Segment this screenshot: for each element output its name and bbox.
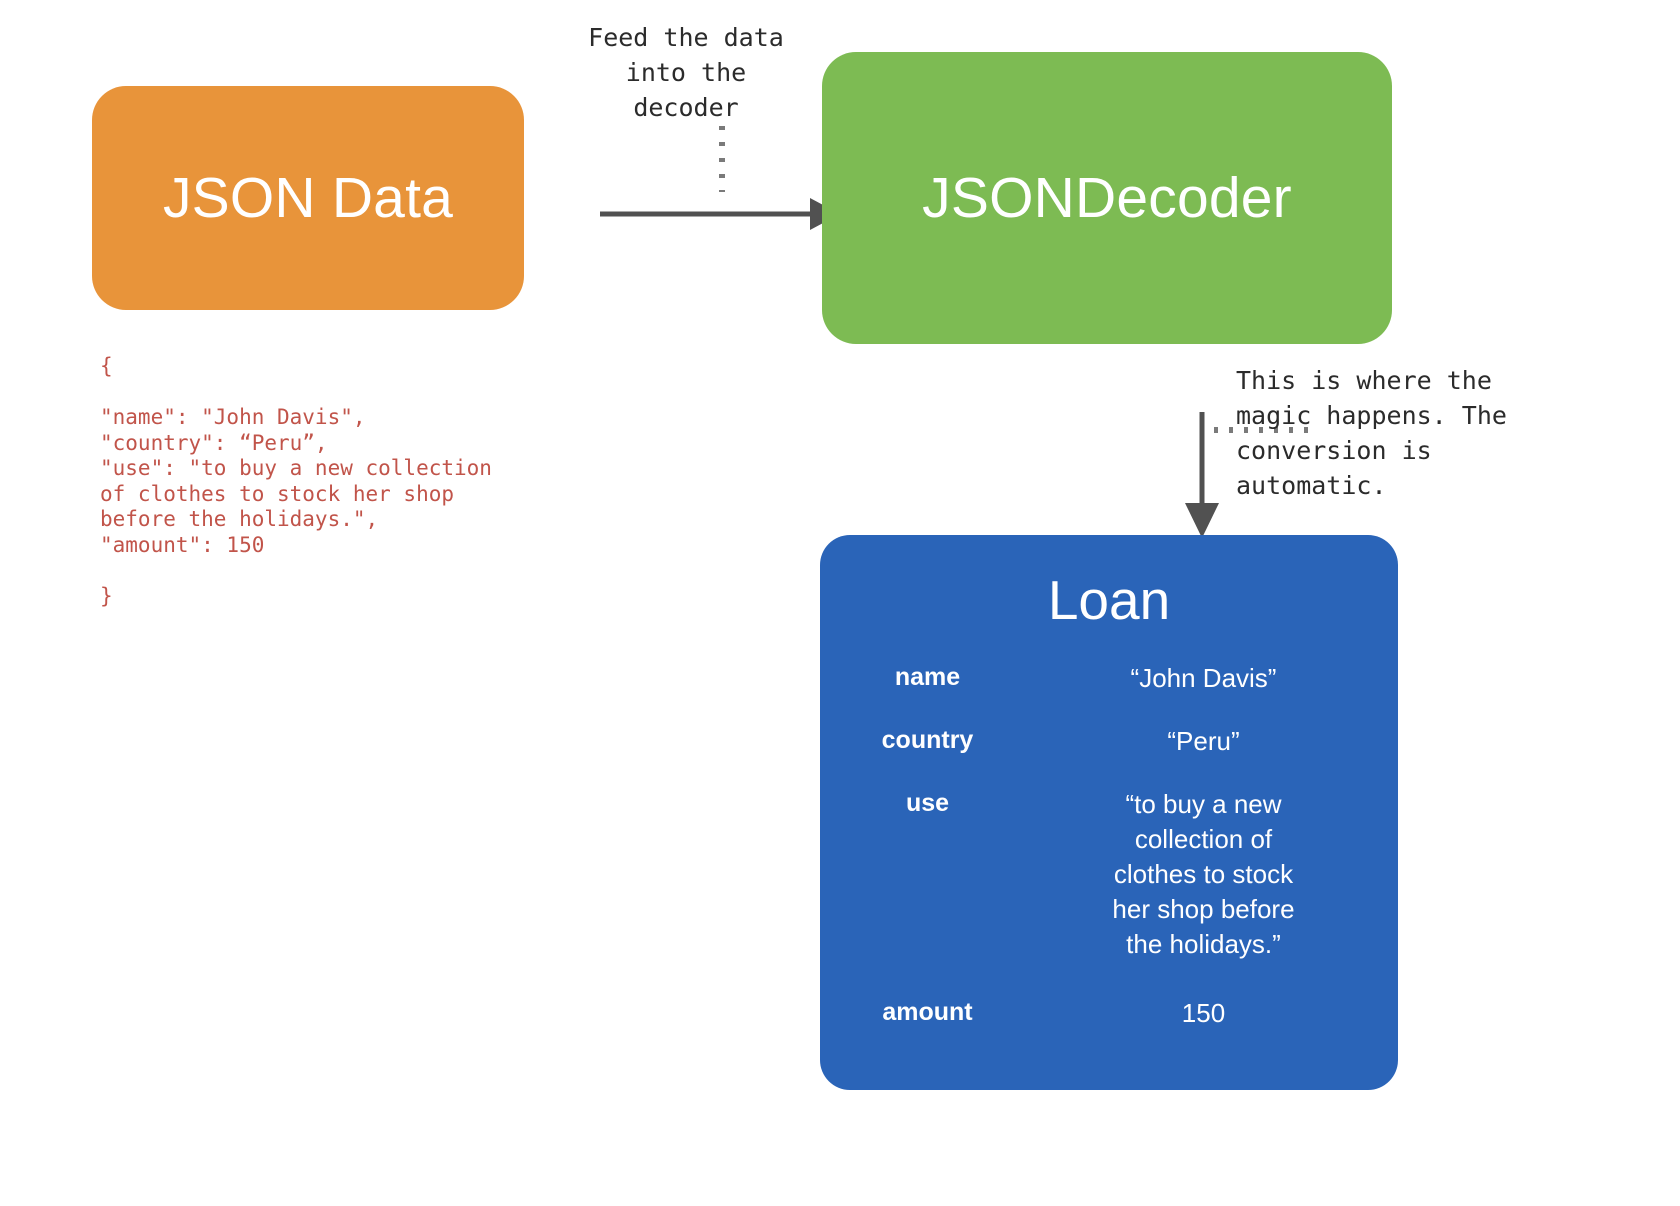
loan-title: Loan: [1047, 569, 1171, 631]
loan-property-row: amount 150: [820, 996, 1398, 1031]
loan-properties-list: name “John Davis” country “Peru” use “to buy …: [820, 661, 1398, 1031]
loan-property-value: 150: [1181, 998, 1226, 1028]
loan-property-key: country: [881, 726, 974, 754]
loan-property-row: use “to buy a new collection of clothes t…: [820, 787, 1398, 962]
arrow-decoder-to-loan: [1185, 412, 1219, 538]
jsondecoder-label: JSONDecoder: [922, 166, 1292, 230]
json-source-code: { "name": "John Davis", "country": “Peru…: [100, 354, 492, 608]
loan-property-row: country “Peru”: [820, 724, 1398, 759]
loan-property-value: “John Davis”: [1130, 663, 1277, 693]
loan-property-row: name “John Davis”: [820, 661, 1398, 696]
json-data-label: JSON Data: [162, 166, 454, 230]
loan-property-value: “Peru”: [1167, 726, 1240, 756]
arrow-json-to-decoder: [600, 198, 840, 230]
loan-property-key: name: [894, 663, 961, 691]
loan-node[interactable]: Loan name “John Davis” country “Peru” use “to…: [820, 535, 1398, 1090]
json-data-node[interactable]: JSON Data: [92, 86, 524, 310]
loan-property-value: “to buy a new collection of clothes to s…: [1112, 789, 1295, 959]
loan-property-key: use: [905, 789, 950, 817]
annotation-feed-the-data: Feed the data into the decoder: [588, 23, 784, 122]
loan-property-key: amount: [882, 998, 973, 1026]
annotation-magic-happens: This is where the magic happens. The con…: [1236, 366, 1507, 500]
jsondecoder-node[interactable]: JSONDecoder: [822, 52, 1392, 344]
